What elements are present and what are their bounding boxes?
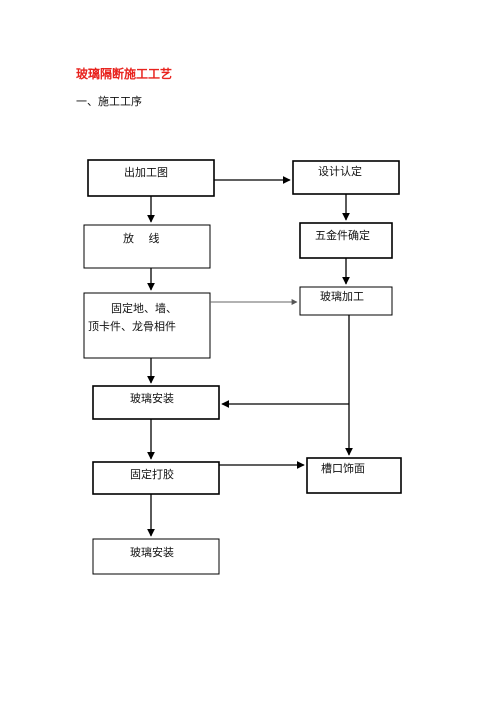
- node-glue-label: 固定打胶: [130, 467, 174, 481]
- node-install-1-label: 玻璃安装: [130, 391, 174, 405]
- node-drawing-label: 出加工图: [124, 165, 168, 179]
- node-slot-finish-label: 槽口饰面: [321, 461, 365, 475]
- node-hardware-label: 五金件确定: [315, 228, 370, 242]
- node-layout-label: 放 线: [123, 231, 160, 245]
- node-drawing: 出加工图: [87, 159, 215, 197]
- section-heading: 一、施工工序: [76, 95, 142, 108]
- node-fix-parts-label-2: 顶卡件、龙骨相件: [88, 320, 176, 333]
- node-fix-parts: 固定地、墙、 顶卡件、龙骨相件: [83, 292, 211, 359]
- node-install-2-label: 玻璃安装: [130, 545, 174, 559]
- node-design-label: 设计认定: [318, 164, 362, 178]
- node-hardware: 五金件确定: [299, 222, 393, 259]
- node-install-2: 玻璃安装: [92, 538, 220, 575]
- node-slot-finish: 槽口饰面: [306, 457, 402, 494]
- node-processing-label: 玻璃加工: [320, 289, 364, 303]
- node-layout: 放 线: [83, 224, 211, 269]
- node-install-1: 玻璃安装: [92, 385, 220, 420]
- node-processing: 玻璃加工: [299, 286, 393, 316]
- page-title: 玻璃隔断施工工艺: [76, 67, 173, 81]
- node-fix-parts-label-1: 固定地、墙、: [111, 301, 177, 315]
- node-design: 设计认定: [292, 160, 400, 195]
- node-glue: 固定打胶: [92, 461, 220, 495]
